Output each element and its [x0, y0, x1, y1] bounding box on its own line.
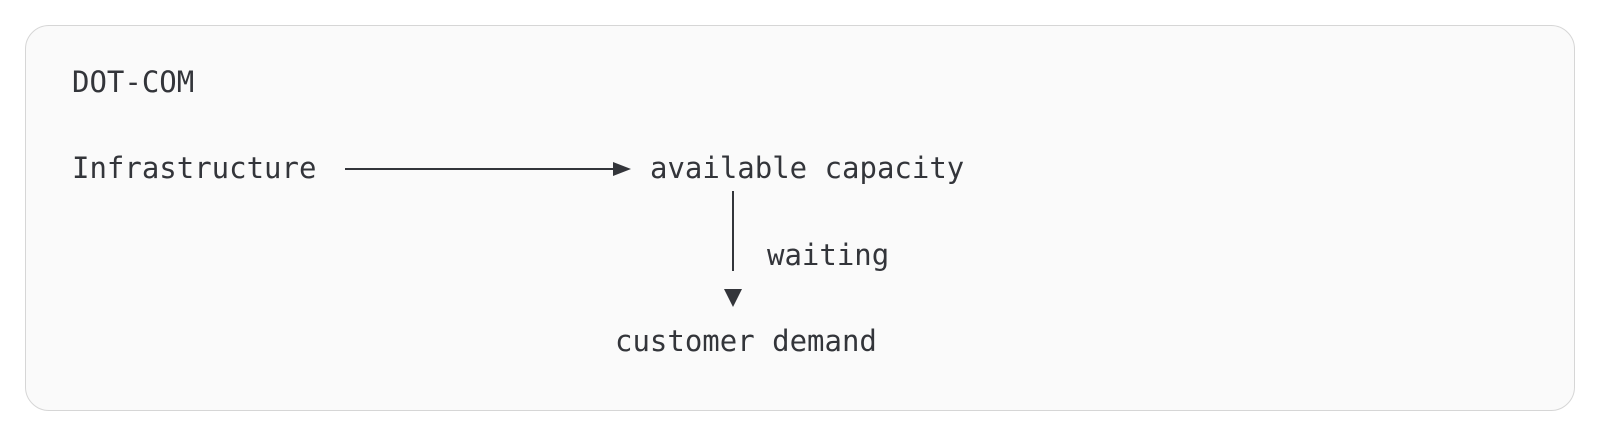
node-infrastructure: Infrastructure [72, 151, 317, 185]
edge-infrastructure-to-capacity-line [345, 168, 615, 170]
arrow-right-icon [613, 162, 631, 176]
arrow-down-icon [724, 289, 742, 307]
diagram-title: DOT-COM [72, 65, 195, 99]
node-customer-demand: customer demand [615, 324, 877, 358]
edge-capacity-to-demand-line [732, 191, 734, 271]
node-available-capacity: available capacity [650, 151, 965, 185]
diagram-card: DOT-COM Infrastructure available capacit… [25, 25, 1575, 411]
edge-label-waiting: waiting [767, 238, 890, 272]
